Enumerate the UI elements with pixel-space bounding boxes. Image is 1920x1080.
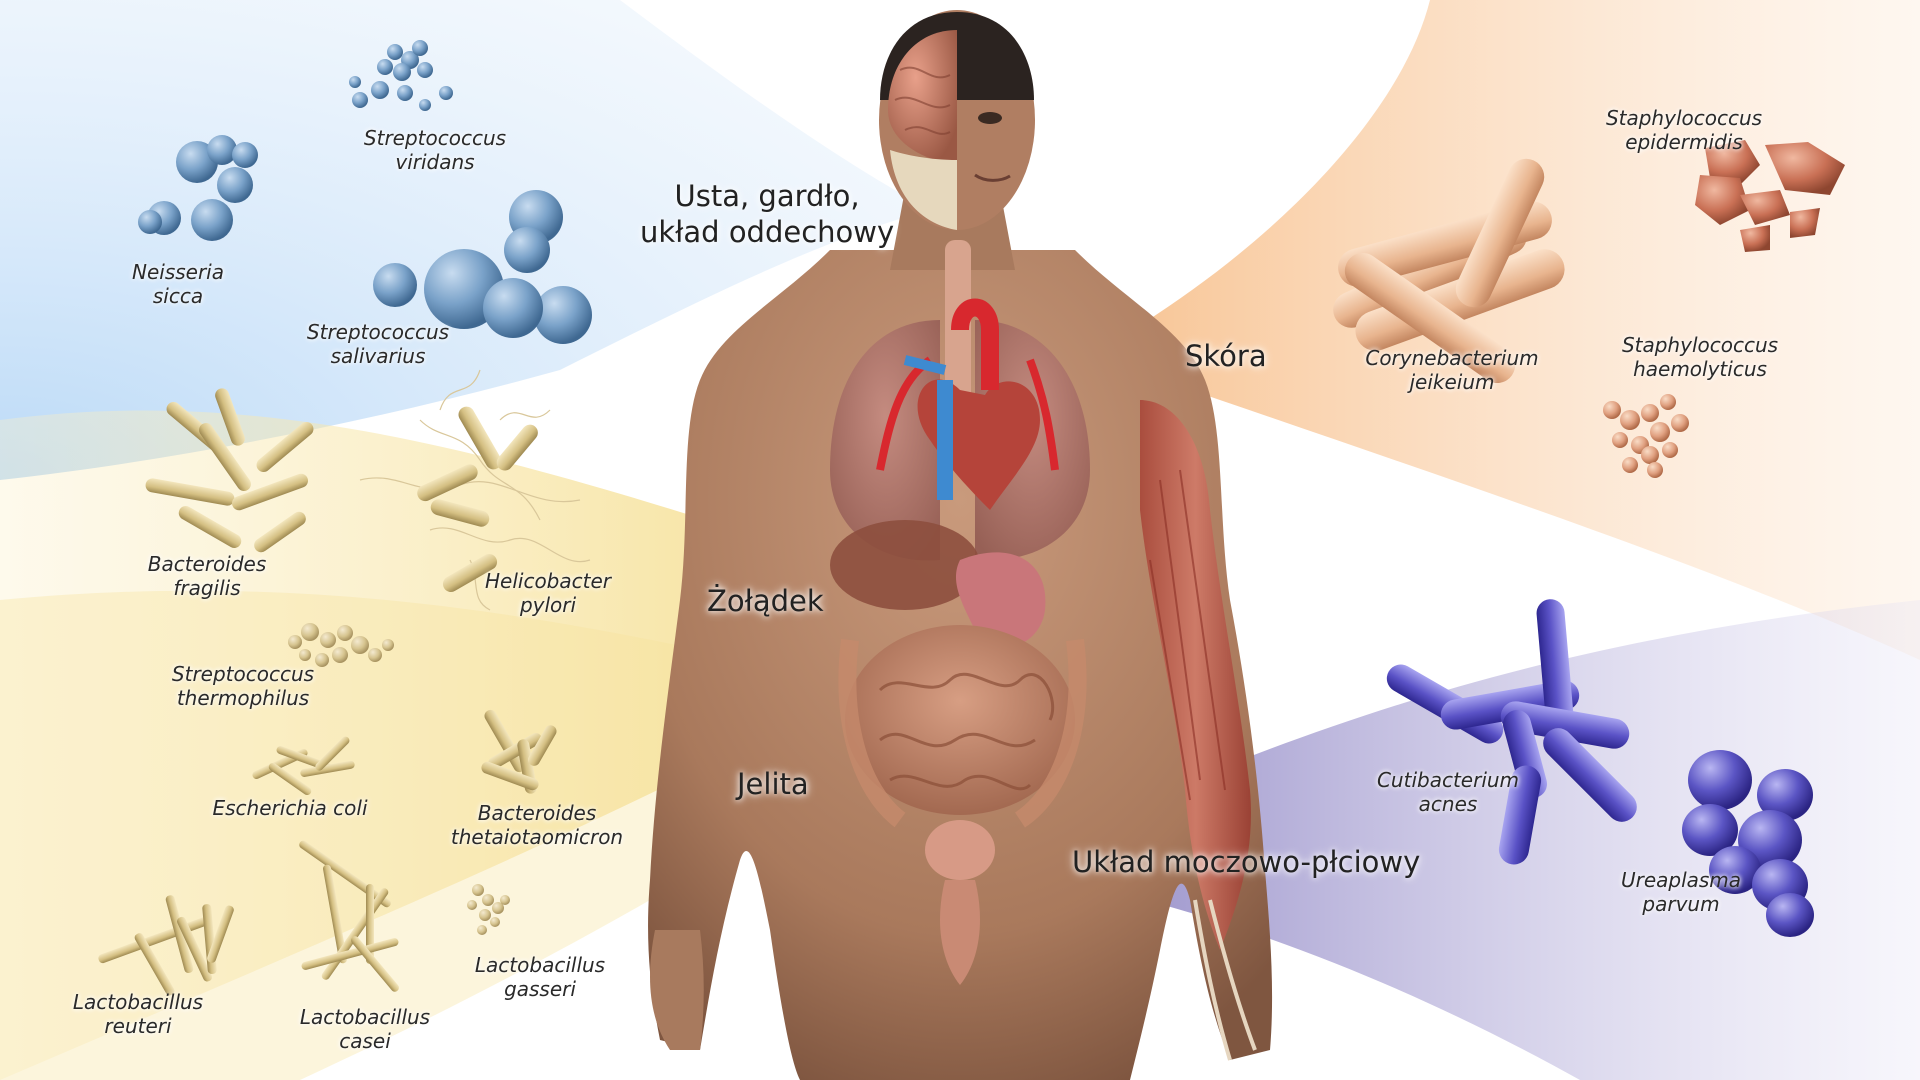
neisseria-sicca-illustration	[138, 135, 258, 241]
label-lactobacillus-reuteri-line2: reuteri	[104, 1014, 172, 1038]
label-bacteroides-thetaiotaomicron-line2: thetaiotaomicron	[450, 825, 624, 849]
corynebacterium-jeikeium-illustration	[1333, 158, 1565, 384]
region-label-skin: Skóra	[1185, 339, 1267, 373]
label-lactobacillus-casei: Lactobacillus casei	[300, 1005, 430, 1053]
label-escherichia-coli: Escherichia coli	[213, 796, 368, 820]
label-staphylococcus-haemolyticus-line2: haemolyticus	[1633, 357, 1767, 381]
label-streptococcus-viridans-line1: Streptococcus	[363, 126, 507, 150]
respiratory-beam	[0, 0, 930, 480]
label-bacteroides-thetaiotaomicron-line1: Bacteroides	[477, 801, 597, 825]
label-bacteroides-fragilis-line2: fragilis	[173, 576, 241, 600]
label-helicobacter-pylori-line2: pylori	[519, 593, 577, 617]
label-helicobacter-pylori-line1: Helicobacter	[484, 569, 612, 593]
label-staphylococcus-epidermidis-line1: Staphylococcus	[1605, 106, 1763, 130]
region-label-respiratory-line2: układ oddechowy	[640, 215, 895, 249]
label-ureaplasma-parvum-line2: parvum	[1642, 892, 1720, 916]
label-lactobacillus-casei-line1: Lactobacillus	[299, 1005, 431, 1029]
cutibacterium-acnes-illustration	[1386, 599, 1637, 865]
ureaplasma-parvum-illustration	[1682, 750, 1814, 937]
region-label-respiratory: Usta, gardło, układ oddechowy	[640, 178, 894, 250]
label-staphylococcus-epidermidis-line2: epidermidis	[1625, 130, 1743, 154]
label-lactobacillus-casei-line2: casei	[339, 1029, 391, 1053]
label-lactobacillus-gasseri: Lactobacillus gasseri	[475, 953, 605, 1001]
staphylococcus-epidermidis-illustration	[1695, 140, 1845, 252]
label-cutibacterium-acnes-line1: Cutibacterium	[1376, 768, 1520, 792]
label-lactobacillus-gasseri-line2: gasseri	[504, 977, 576, 1001]
label-neisseria-sicca: Neisseria sicca	[132, 260, 224, 308]
region-label-respiratory-line1: Usta, gardło,	[674, 179, 860, 213]
label-bacteroides-thetaiotaomicron: Bacteroides thetaiotaomicron	[451, 801, 623, 849]
label-escherichia-coli-line1: Escherichia coli	[212, 796, 368, 820]
bacteroides-fragilis-illustration	[145, 388, 314, 553]
label-ureaplasma-parvum: Ureaplasma parvum	[1621, 868, 1741, 916]
label-staphylococcus-epidermidis: Staphylococcus epidermidis	[1606, 106, 1762, 154]
region-label-urogenital: Układ moczowo-płciowy	[1072, 845, 1421, 879]
label-streptococcus-thermophilus: Streptococcus thermophilus	[172, 662, 314, 710]
label-lactobacillus-reuteri-line1: Lactobacillus	[72, 990, 204, 1014]
label-bacteroides-fragilis-line1: Bacteroides	[147, 552, 267, 576]
label-corynebacterium-jeikeium: Corynebacterium jeikeium	[1365, 346, 1538, 394]
label-bacteroides-fragilis: Bacteroides fragilis	[148, 552, 267, 600]
escherichia-coli-illustration	[252, 736, 355, 796]
streptococcus-thermophilus-illustration	[288, 623, 394, 667]
label-streptococcus-salivarius-line1: Streptococcus	[306, 320, 450, 344]
label-streptococcus-thermophilus-line1: Streptococcus	[171, 662, 315, 686]
bacteroides-thetaiotaomicron-illustration	[481, 709, 557, 794]
label-corynebacterium-jeikeium-line2: jeikeium	[1409, 370, 1495, 394]
label-staphylococcus-haemolyticus-line1: Staphylococcus	[1621, 333, 1779, 357]
staphylococcus-haemolyticus-illustration	[1603, 394, 1689, 478]
label-cutibacterium-acnes-line2: acnes	[1418, 792, 1478, 816]
lactobacillus-reuteri-illustration	[98, 895, 234, 996]
label-corynebacterium-jeikeium-line1: Corynebacterium	[1365, 346, 1539, 370]
lactobacillus-gasseri-illustration	[467, 884, 510, 935]
label-neisseria-sicca-line1: Neisseria	[131, 260, 225, 284]
label-streptococcus-viridans-line2: viridans	[395, 150, 475, 174]
label-lactobacillus-reuteri: Lactobacillus reuteri	[73, 990, 203, 1038]
label-lactobacillus-gasseri-line1: Lactobacillus	[474, 953, 606, 977]
streptococcus-salivarius-illustration	[373, 190, 592, 344]
label-ureaplasma-parvum-line1: Ureaplasma	[1620, 868, 1742, 892]
region-label-stomach: Żołądek	[707, 584, 824, 618]
label-staphylococcus-haemolyticus: Staphylococcus haemolyticus	[1622, 333, 1778, 381]
human-figure	[648, 10, 1273, 1080]
label-streptococcus-viridans: Streptococcus viridans	[364, 126, 506, 174]
label-streptococcus-salivarius-line2: salivarius	[330, 344, 426, 368]
region-label-intestines: Jelita	[737, 767, 809, 801]
streptococcus-viridans-illustration	[349, 40, 453, 111]
helicobacter-pylori-illustration	[359, 369, 591, 611]
lactobacillus-casei-illustration	[299, 840, 399, 992]
label-streptococcus-thermophilus-line2: thermophilus	[176, 686, 310, 710]
label-cutibacterium-acnes: Cutibacterium acnes	[1377, 768, 1519, 816]
label-helicobacter-pylori: Helicobacter pylori	[485, 569, 611, 617]
label-streptococcus-salivarius: Streptococcus salivarius	[307, 320, 449, 368]
label-neisseria-sicca-line2: sicca	[152, 284, 204, 308]
urogenital-beam	[985, 600, 1920, 1080]
